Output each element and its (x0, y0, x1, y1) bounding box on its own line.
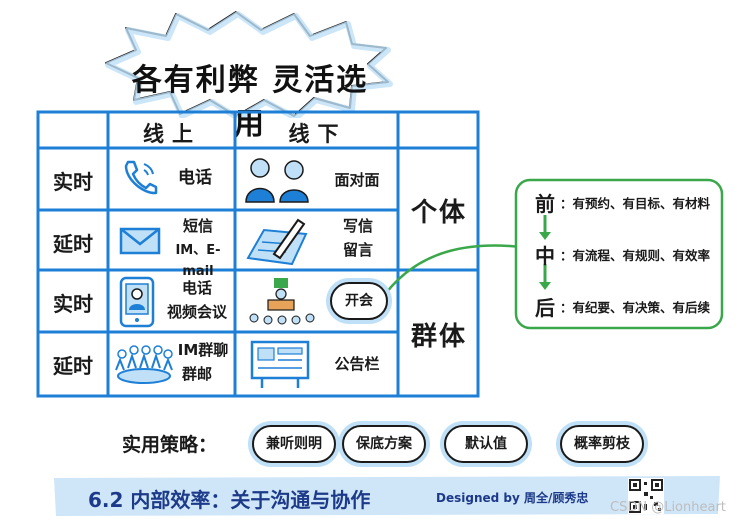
group-individual: 个体 (410, 198, 467, 228)
row-label-realtime-2: 实时 (53, 292, 93, 316)
page-title: 各有利弊 灵活选用 (131, 63, 369, 142)
footer-credit: Designed by 周全/顾秀忠 (436, 491, 589, 505)
qr-code-icon (628, 478, 664, 514)
meeting-pill: 开会 (330, 282, 388, 320)
cell-im-email-text: IM、E-mail (175, 243, 221, 279)
envelope-icon (119, 227, 161, 255)
phase-during-label: 中 (535, 244, 555, 268)
cell-phone-text-2: 电话 (181, 279, 212, 297)
phase-during-text: ：有流程、有规则、有效率 (560, 248, 711, 263)
cell-group-mail-text: 群邮 (181, 365, 212, 383)
group-chat-icon (115, 345, 173, 384)
strategy-label: 实用策略： (122, 434, 218, 456)
phase-before-label: 前 (535, 192, 555, 216)
meeting-icon (249, 278, 315, 325)
cell-video-meeting-text: 视频会议 (166, 303, 227, 321)
cell-sms-text: 短信 (182, 217, 213, 235)
cell-bulletin-text: 公告栏 (334, 355, 380, 373)
phase-after-label: 后 (535, 296, 555, 320)
strategy-pill-2: 保底方案 (342, 425, 426, 463)
footer-title: 6.2 内部效率：关于沟通与协作 (88, 488, 371, 512)
cell-im-group-text: IM群聊 (177, 341, 229, 359)
phase-before-text: ：有预约、有目标、有材料 (560, 196, 711, 211)
cell-letter-text: 写信 (342, 217, 373, 235)
cell-phone-text: 电话 (178, 168, 212, 188)
watermark: CSDN @Lionheart (610, 500, 726, 515)
group-collective: 群体 (410, 322, 467, 352)
row-label-delayed-1: 延时 (53, 232, 93, 256)
cell-message-text: 留言 (342, 241, 373, 259)
phone-icon (124, 160, 158, 195)
row-label-delayed-2: 延时 (53, 354, 93, 378)
row-label-realtime-1: 实时 (53, 170, 93, 194)
column-header-offline: 线下 (288, 122, 347, 146)
strategy-pill-1: 兼听则明 (252, 425, 336, 463)
writing-icon (246, 218, 308, 266)
bulletin-board-icon (250, 340, 310, 388)
column-header-online: 线上 (143, 122, 201, 146)
face-to-face-icon (245, 158, 309, 203)
strategy-pill-3: 默认值 (444, 425, 528, 463)
cell-face-to-face-text: 面对面 (334, 171, 380, 189)
video-call-icon (119, 276, 155, 328)
phase-after-text: ：有纪要、有决策、有后续 (560, 300, 711, 315)
strategy-pill-4: 概率剪枝 (560, 425, 644, 463)
